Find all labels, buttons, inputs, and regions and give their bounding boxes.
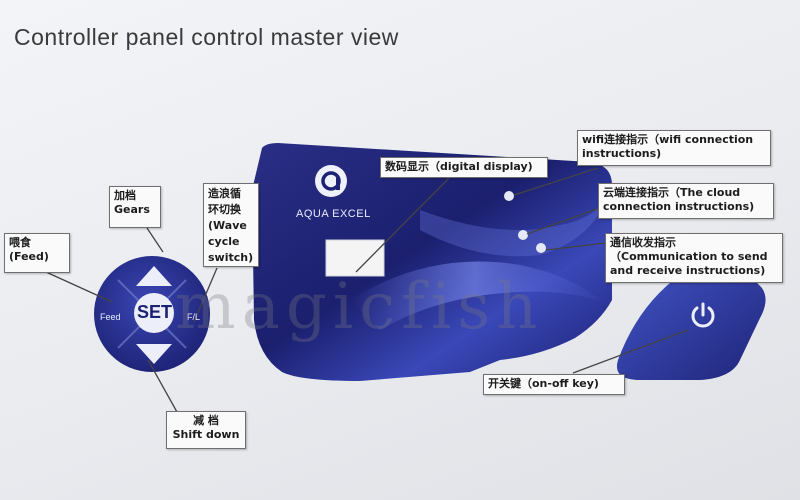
callout-gears: 加档 Gears bbox=[109, 186, 161, 228]
callout-comm-l2: （Communication to send bbox=[610, 250, 768, 263]
panel-body bbox=[252, 143, 612, 381]
callout-gears-cn: 加档 bbox=[114, 189, 136, 202]
gears-up-arrow-icon[interactable] bbox=[136, 266, 172, 286]
feed-label: Feed bbox=[100, 312, 121, 322]
callout-power-text: 开关键（on-off key) bbox=[488, 377, 599, 390]
callout-cloud: 云端连接指示（The cloud connection instructions… bbox=[598, 183, 774, 219]
callout-wave-l5: switch) bbox=[208, 251, 254, 264]
callout-feed-cn: 喂食 bbox=[9, 236, 31, 249]
callout-comm-l3: and receive instructions) bbox=[610, 264, 766, 277]
watermark-text: magicfish bbox=[175, 270, 544, 344]
fl-label: F/L bbox=[187, 312, 201, 322]
callout-shift-down: 减 档 Shift down bbox=[166, 411, 246, 449]
callout-shift-en: Shift down bbox=[172, 428, 240, 441]
callout-display-text: 数码显示（digital display) bbox=[385, 160, 533, 173]
set-button[interactable] bbox=[134, 293, 174, 333]
shift-down-arrow-icon[interactable] bbox=[136, 344, 172, 364]
callout-wifi: wifi连接指示（wifi connection instructions) bbox=[577, 130, 771, 166]
brand-label: AQUA EXCEL bbox=[296, 208, 371, 220]
callout-comm-l1: 通信收发指示 bbox=[610, 236, 676, 249]
wifi-indicator-light bbox=[504, 191, 514, 201]
callout-wifi-l1: wifi连接指示（wifi connection bbox=[582, 133, 754, 146]
callout-wave-l4: cycle bbox=[208, 235, 240, 248]
callout-shift-cn: 减 档 bbox=[193, 414, 219, 427]
cloud-indicator-light bbox=[518, 230, 528, 240]
callout-communication: 通信收发指示 （Communication to send and receiv… bbox=[605, 233, 783, 283]
callout-feed: 喂食 (Feed) bbox=[4, 233, 70, 273]
power-icon[interactable] bbox=[688, 300, 718, 330]
callout-leaders bbox=[45, 167, 689, 413]
power-key-panel bbox=[616, 266, 766, 380]
callout-cloud-l1: 云端连接指示（The cloud bbox=[603, 186, 741, 199]
callout-cloud-l2: connection instructions) bbox=[603, 200, 755, 213]
set-label: SET bbox=[137, 302, 173, 322]
page-title: Controller panel control master view bbox=[14, 24, 399, 50]
callout-on-off-key: 开关键（on-off key) bbox=[483, 374, 625, 395]
digital-display bbox=[325, 239, 385, 277]
callout-feed-en: (Feed) bbox=[9, 250, 49, 263]
panel-wave-highlight-2 bbox=[420, 200, 606, 257]
comm-indicator-light bbox=[536, 243, 546, 253]
callout-gears-en: Gears bbox=[114, 203, 150, 216]
callout-wave-l3: (Wave bbox=[208, 219, 247, 232]
aqua-excel-logo-icon bbox=[315, 165, 347, 197]
callout-wave-l1: 造浪循 bbox=[208, 187, 241, 200]
callout-wave-l2: 环切换 bbox=[208, 203, 241, 216]
callout-wave-switch: 造浪循 环切换 (Wave cycle switch) bbox=[203, 183, 259, 267]
callout-wifi-l2: instructions) bbox=[582, 147, 662, 160]
callout-digital-display: 数码显示（digital display) bbox=[380, 157, 548, 178]
panel-wave-highlight bbox=[350, 261, 600, 330]
